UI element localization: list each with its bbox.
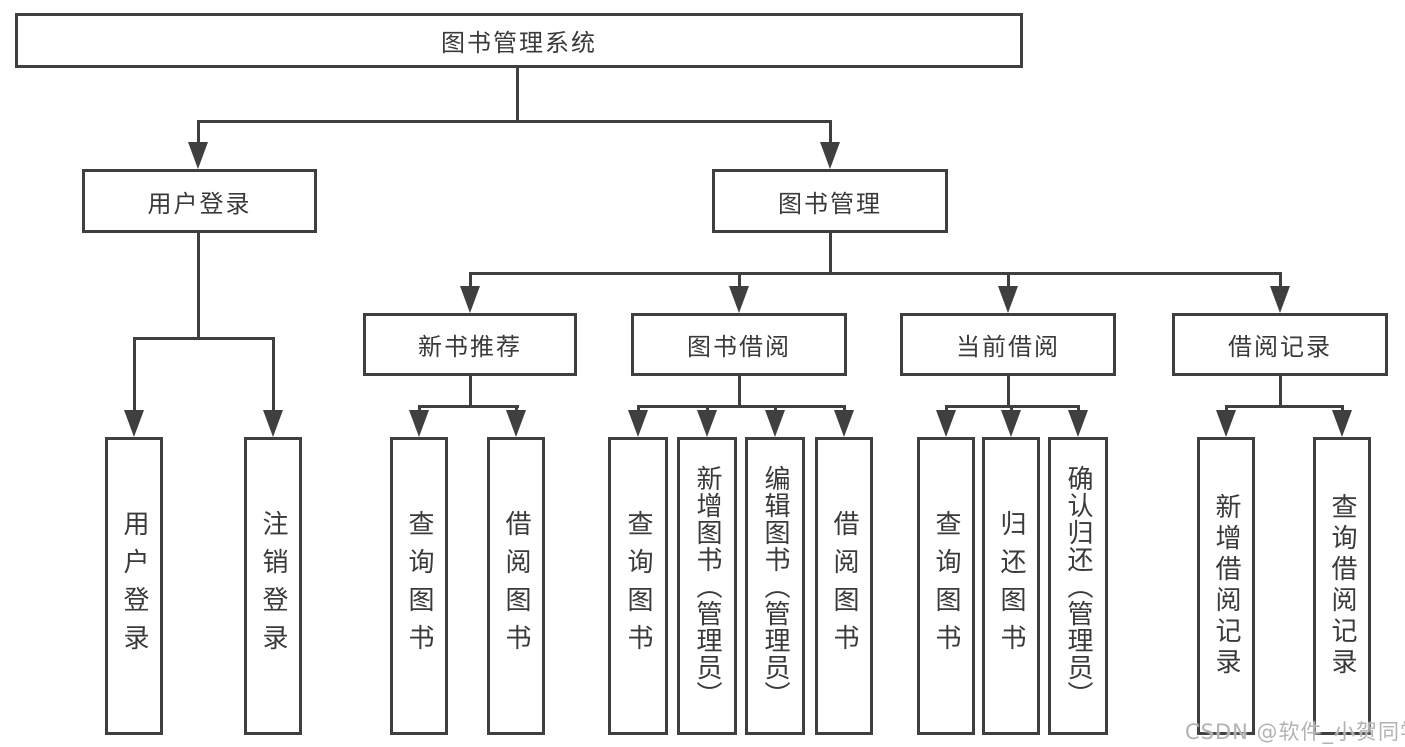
connector-stub (705, 405, 709, 413)
node-borrow-records: 借阅记录 (1172, 313, 1388, 376)
connector-stub (842, 405, 846, 413)
connector-stub (132, 337, 136, 412)
connector-stub (417, 405, 421, 413)
connector-stub (468, 272, 472, 289)
connector-stub (1224, 405, 1228, 413)
arrow-down-icon (936, 410, 956, 437)
arrow-down-icon (506, 410, 526, 437)
arrow-down-icon (729, 286, 749, 313)
arrow-down-icon (124, 410, 144, 437)
leaf-add-borrow-record: 新增借阅记录 (1197, 437, 1255, 735)
leaf-query-books-recommend: 查询图书 (390, 437, 448, 735)
node-root: 图书管理系统 (15, 13, 1023, 68)
leaf-logout: 注销登录 (244, 437, 302, 735)
arrow-down-icon (834, 410, 854, 437)
connector-stub (773, 405, 777, 413)
leaf-query-borrow-record: 查询借阅记录 (1313, 437, 1371, 735)
connector-stub (737, 272, 741, 289)
connector-stub (828, 120, 832, 144)
arrow-down-icon (263, 410, 283, 437)
connector-children-rail (1224, 405, 1344, 408)
arrow-down-icon (409, 410, 429, 437)
connector-stub (1340, 405, 1344, 413)
node-book-management: 图书管理 (712, 169, 948, 233)
connector-stub (1278, 272, 1282, 289)
arrow-down-icon (188, 142, 208, 169)
connector-book-mgmt-drop (828, 232, 832, 274)
connector-stub (196, 120, 200, 144)
node-book-borrow: 图书借阅 (631, 313, 847, 376)
arrow-down-icon (1216, 410, 1236, 437)
node-current-borrow: 当前借阅 (900, 313, 1116, 376)
leaf-return-books: 归还图书 (982, 437, 1040, 735)
arrow-down-icon (820, 142, 840, 169)
leaf-query-books-current: 查询图书 (917, 437, 975, 735)
connector-stub (1009, 405, 1013, 413)
connector-stub (1076, 405, 1080, 413)
connector-stub (636, 405, 640, 413)
connector-module-drop (1278, 376, 1282, 407)
arrow-down-icon (1332, 410, 1352, 437)
connector-modules-rail (468, 272, 1282, 275)
connector-stub (514, 405, 518, 413)
connector-module-drop (468, 376, 472, 407)
leaf-confirm-return-admin: 确认归还（管理员） (1048, 437, 1108, 735)
arrow-down-icon (765, 410, 785, 437)
connector-user-login-drop (196, 232, 200, 338)
connector-module-drop (1006, 376, 1010, 407)
arrow-down-icon (460, 286, 480, 313)
connector-user-login-rail (132, 337, 275, 340)
connector-stub (944, 405, 948, 413)
leaf-user-login: 用户登录 (105, 437, 163, 735)
connector-level2-rail (196, 120, 832, 123)
leaf-edit-book-admin: 编辑图书（管理员） (745, 437, 805, 735)
arrow-down-icon (1270, 286, 1290, 313)
node-user-login: 用户登录 (82, 169, 317, 233)
arrow-down-icon (998, 286, 1018, 313)
leaf-borrow-books-recommend: 借阅图书 (487, 437, 545, 735)
arrow-down-icon (697, 410, 717, 437)
node-new-book-recommend: 新书推荐 (363, 313, 577, 376)
connector-stub (1006, 272, 1010, 289)
connector-children-rail (417, 405, 519, 408)
connector-children-rail (636, 405, 846, 408)
leaf-add-book-admin: 新增图书（管理员） (677, 437, 737, 735)
leaf-borrow-books: 借阅图书 (815, 437, 873, 735)
connector-stub (271, 337, 275, 412)
arrow-down-icon (1068, 410, 1088, 437)
leaf-query-books-borrow: 查询图书 (608, 437, 668, 735)
csdn-watermark: CSDN @软件_小贺同学 (1185, 720, 1405, 744)
arrow-down-icon (628, 410, 648, 437)
connector-root-drop (515, 68, 519, 121)
arrow-down-icon (1001, 410, 1021, 437)
connector-module-drop (737, 376, 741, 407)
